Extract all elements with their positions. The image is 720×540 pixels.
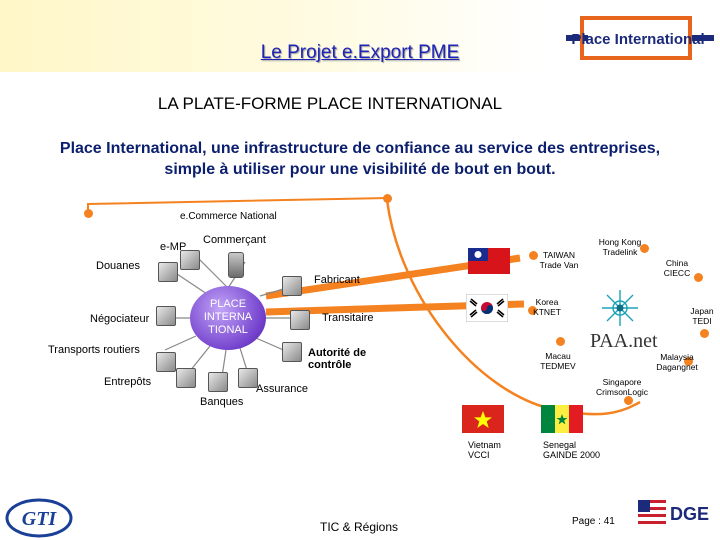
lead-statement: Place International, une infrastructure … bbox=[59, 140, 661, 178]
korea-flag bbox=[466, 294, 508, 322]
dot-macau bbox=[556, 337, 565, 346]
macau-label: Macau TEDMEV bbox=[540, 351, 576, 371]
dot-china bbox=[694, 273, 703, 282]
footer-center-text: TIC & Régions bbox=[320, 520, 399, 534]
arc-end-top bbox=[383, 194, 392, 203]
dot-japan bbox=[700, 329, 709, 338]
assurance-label: Assurance bbox=[256, 383, 308, 395]
banques-icon bbox=[208, 372, 228, 392]
dge-logo: DGE bbox=[638, 500, 709, 524]
slide-title: Le Projet e.Export PME bbox=[260, 42, 460, 63]
negociateur-icon bbox=[156, 306, 176, 326]
malaysia-label: Malaysia Dagangnet bbox=[656, 352, 698, 372]
taiwan-label: TAIWAN Trade Van bbox=[539, 250, 579, 270]
fabricant-icon bbox=[282, 276, 302, 296]
banques-label: Banques bbox=[200, 396, 244, 408]
emp-icon bbox=[180, 250, 200, 270]
assurance-icon bbox=[238, 368, 258, 388]
senegal-label: Senegal GAINDE 2000 bbox=[543, 440, 601, 460]
gti-logo-text: GTI bbox=[22, 508, 58, 530]
vietnam-flag bbox=[462, 405, 504, 433]
place-international-hub: PLACE INTERNA TIONAL bbox=[190, 286, 266, 350]
dot-korea bbox=[528, 306, 537, 315]
arc-end-left bbox=[84, 209, 93, 218]
place-international-logo: Place International bbox=[560, 12, 716, 64]
transports-label: Transports routiers bbox=[48, 344, 140, 356]
spoke-transports bbox=[164, 335, 197, 351]
entrepots-icon bbox=[176, 368, 196, 388]
network-globe-icon bbox=[602, 290, 638, 326]
dot-malaysia bbox=[684, 357, 693, 366]
fabricant-label: Fabricant bbox=[314, 274, 360, 286]
emp-label: e-MP bbox=[160, 241, 187, 253]
hongkong-label: Hong Kong Tradelink bbox=[598, 237, 642, 257]
commercant-icon bbox=[228, 252, 244, 278]
national-title: e.Commerce National bbox=[180, 211, 277, 222]
china-label: China CIECC bbox=[663, 258, 691, 278]
commercant-label: Commerçant bbox=[203, 234, 266, 246]
gti-logo: GTI bbox=[5, 498, 73, 538]
transitaire-label: Transitaire bbox=[322, 312, 374, 324]
autorite-label: Autorité de contrôle bbox=[308, 347, 367, 371]
taiwan-flag bbox=[468, 248, 510, 274]
transports-icon bbox=[156, 352, 176, 372]
douanes-label: Douanes bbox=[96, 260, 141, 272]
transitaire-icon bbox=[290, 310, 310, 330]
vietnam-label: Vietnam VCCI bbox=[468, 440, 501, 460]
japan-label: Japan TEDI bbox=[690, 306, 714, 326]
douanes-icon bbox=[158, 262, 178, 282]
dge-logo-text: DGE bbox=[670, 504, 709, 524]
international-arc bbox=[385, 199, 641, 416]
dot-taiwan bbox=[529, 251, 538, 260]
senegal-flag bbox=[541, 405, 583, 433]
paa-logo: PAA.net bbox=[590, 330, 658, 352]
negociateur-label: Négociateur bbox=[90, 313, 150, 325]
page-number: Page : 41 bbox=[572, 516, 615, 527]
entrepots-label: Entrepôts bbox=[104, 376, 152, 388]
korea-label: Korea KTNET bbox=[533, 297, 561, 317]
singapore-label: Singapore CrimsonLogic bbox=[596, 377, 648, 397]
autorite-icon bbox=[282, 342, 302, 362]
dot-hongkong bbox=[640, 244, 649, 253]
logo-text: Place International bbox=[571, 31, 704, 48]
dot-singapore bbox=[624, 396, 633, 405]
platform-title: LA PLATE-FORME PLACE INTERNATIONAL bbox=[157, 94, 503, 113]
